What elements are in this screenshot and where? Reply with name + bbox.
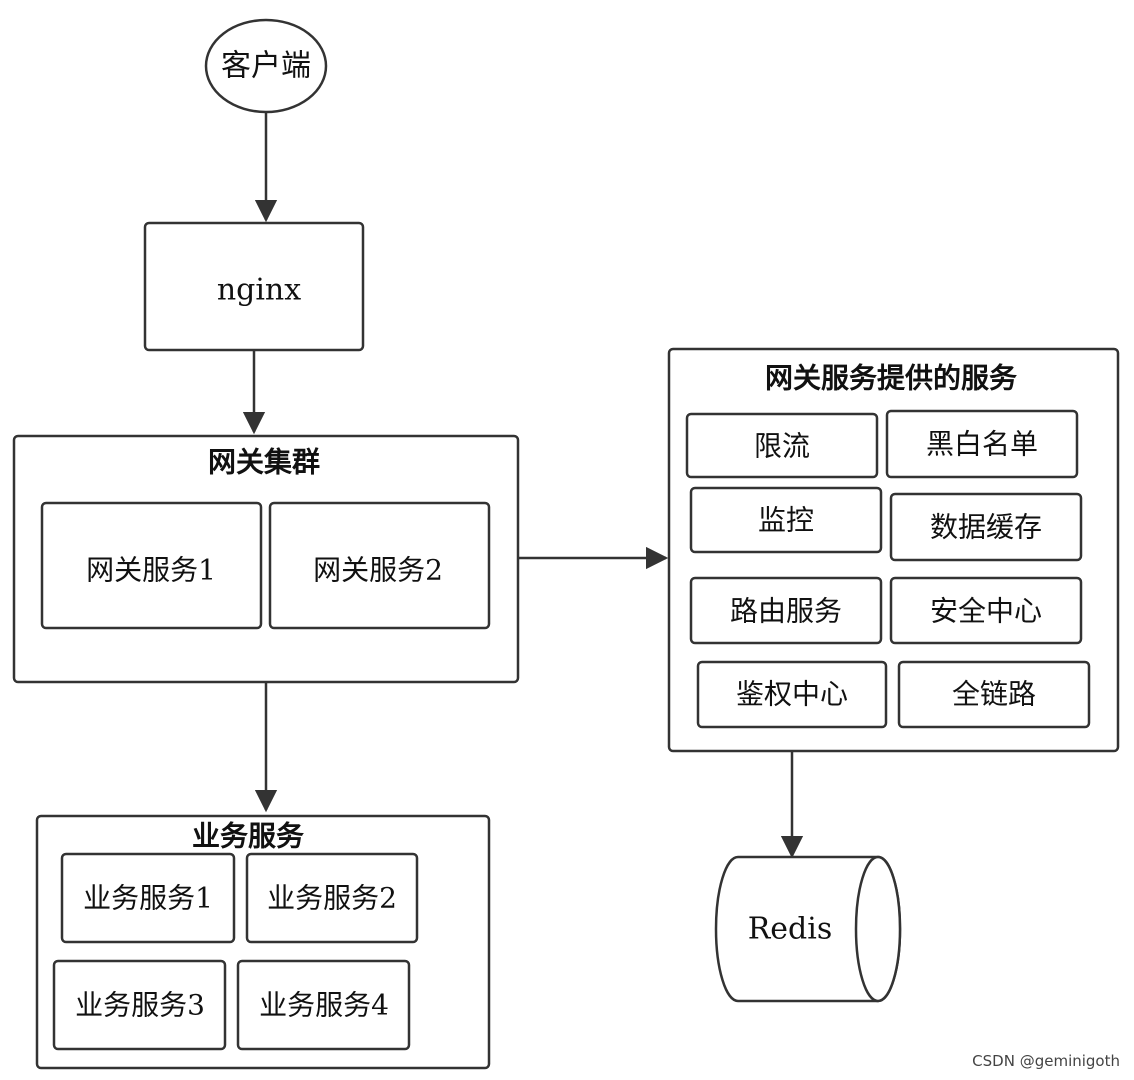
client-node: 客户端: [204, 18, 328, 114]
business-service-3: 业务服务3: [75, 989, 205, 1022]
nginx-label: nginx: [217, 273, 301, 308]
feature-data-cache: 数据缓存: [930, 511, 1042, 544]
business-services-group: 业务服务 业务服务1 业务服务2 业务服务3 业务服务4: [35, 814, 491, 1070]
gateway-service-1: 网关服务1: [86, 554, 216, 587]
gateway-features-group: 网关服务提供的服务 限流 黑白名单 监控 数据缓存 路由服务 安全中心 鉴权中心…: [667, 347, 1120, 753]
business-services-title: 业务服务: [192, 820, 304, 853]
nginx-node: nginx: [143, 221, 365, 352]
business-service-1: 业务服务1: [83, 882, 213, 915]
feature-security-center: 安全中心: [930, 595, 1042, 628]
gateway-service-2: 网关服务2: [313, 554, 443, 587]
gateway-cluster-title: 网关集群: [208, 446, 320, 479]
watermark-text: CSDN @geminigoth: [972, 1052, 1120, 1070]
gateway-cluster-group: 网关集群 网关服务1 网关服务2: [12, 434, 520, 684]
business-service-2: 业务服务2: [267, 882, 397, 915]
feature-monitoring: 监控: [758, 504, 814, 537]
client-label: 客户端: [221, 49, 311, 84]
feature-rate-limit: 限流: [754, 430, 810, 463]
feature-full-tracing: 全链路: [952, 678, 1036, 711]
redis-node: Redis: [714, 855, 902, 1003]
feature-black-white-list: 黑白名单: [926, 428, 1038, 461]
gateway-features-title: 网关服务提供的服务: [765, 362, 1017, 395]
business-service-4: 业务服务4: [259, 989, 389, 1022]
redis-label: Redis: [748, 912, 833, 947]
feature-auth-center: 鉴权中心: [736, 678, 848, 711]
feature-routing: 路由服务: [730, 595, 842, 628]
